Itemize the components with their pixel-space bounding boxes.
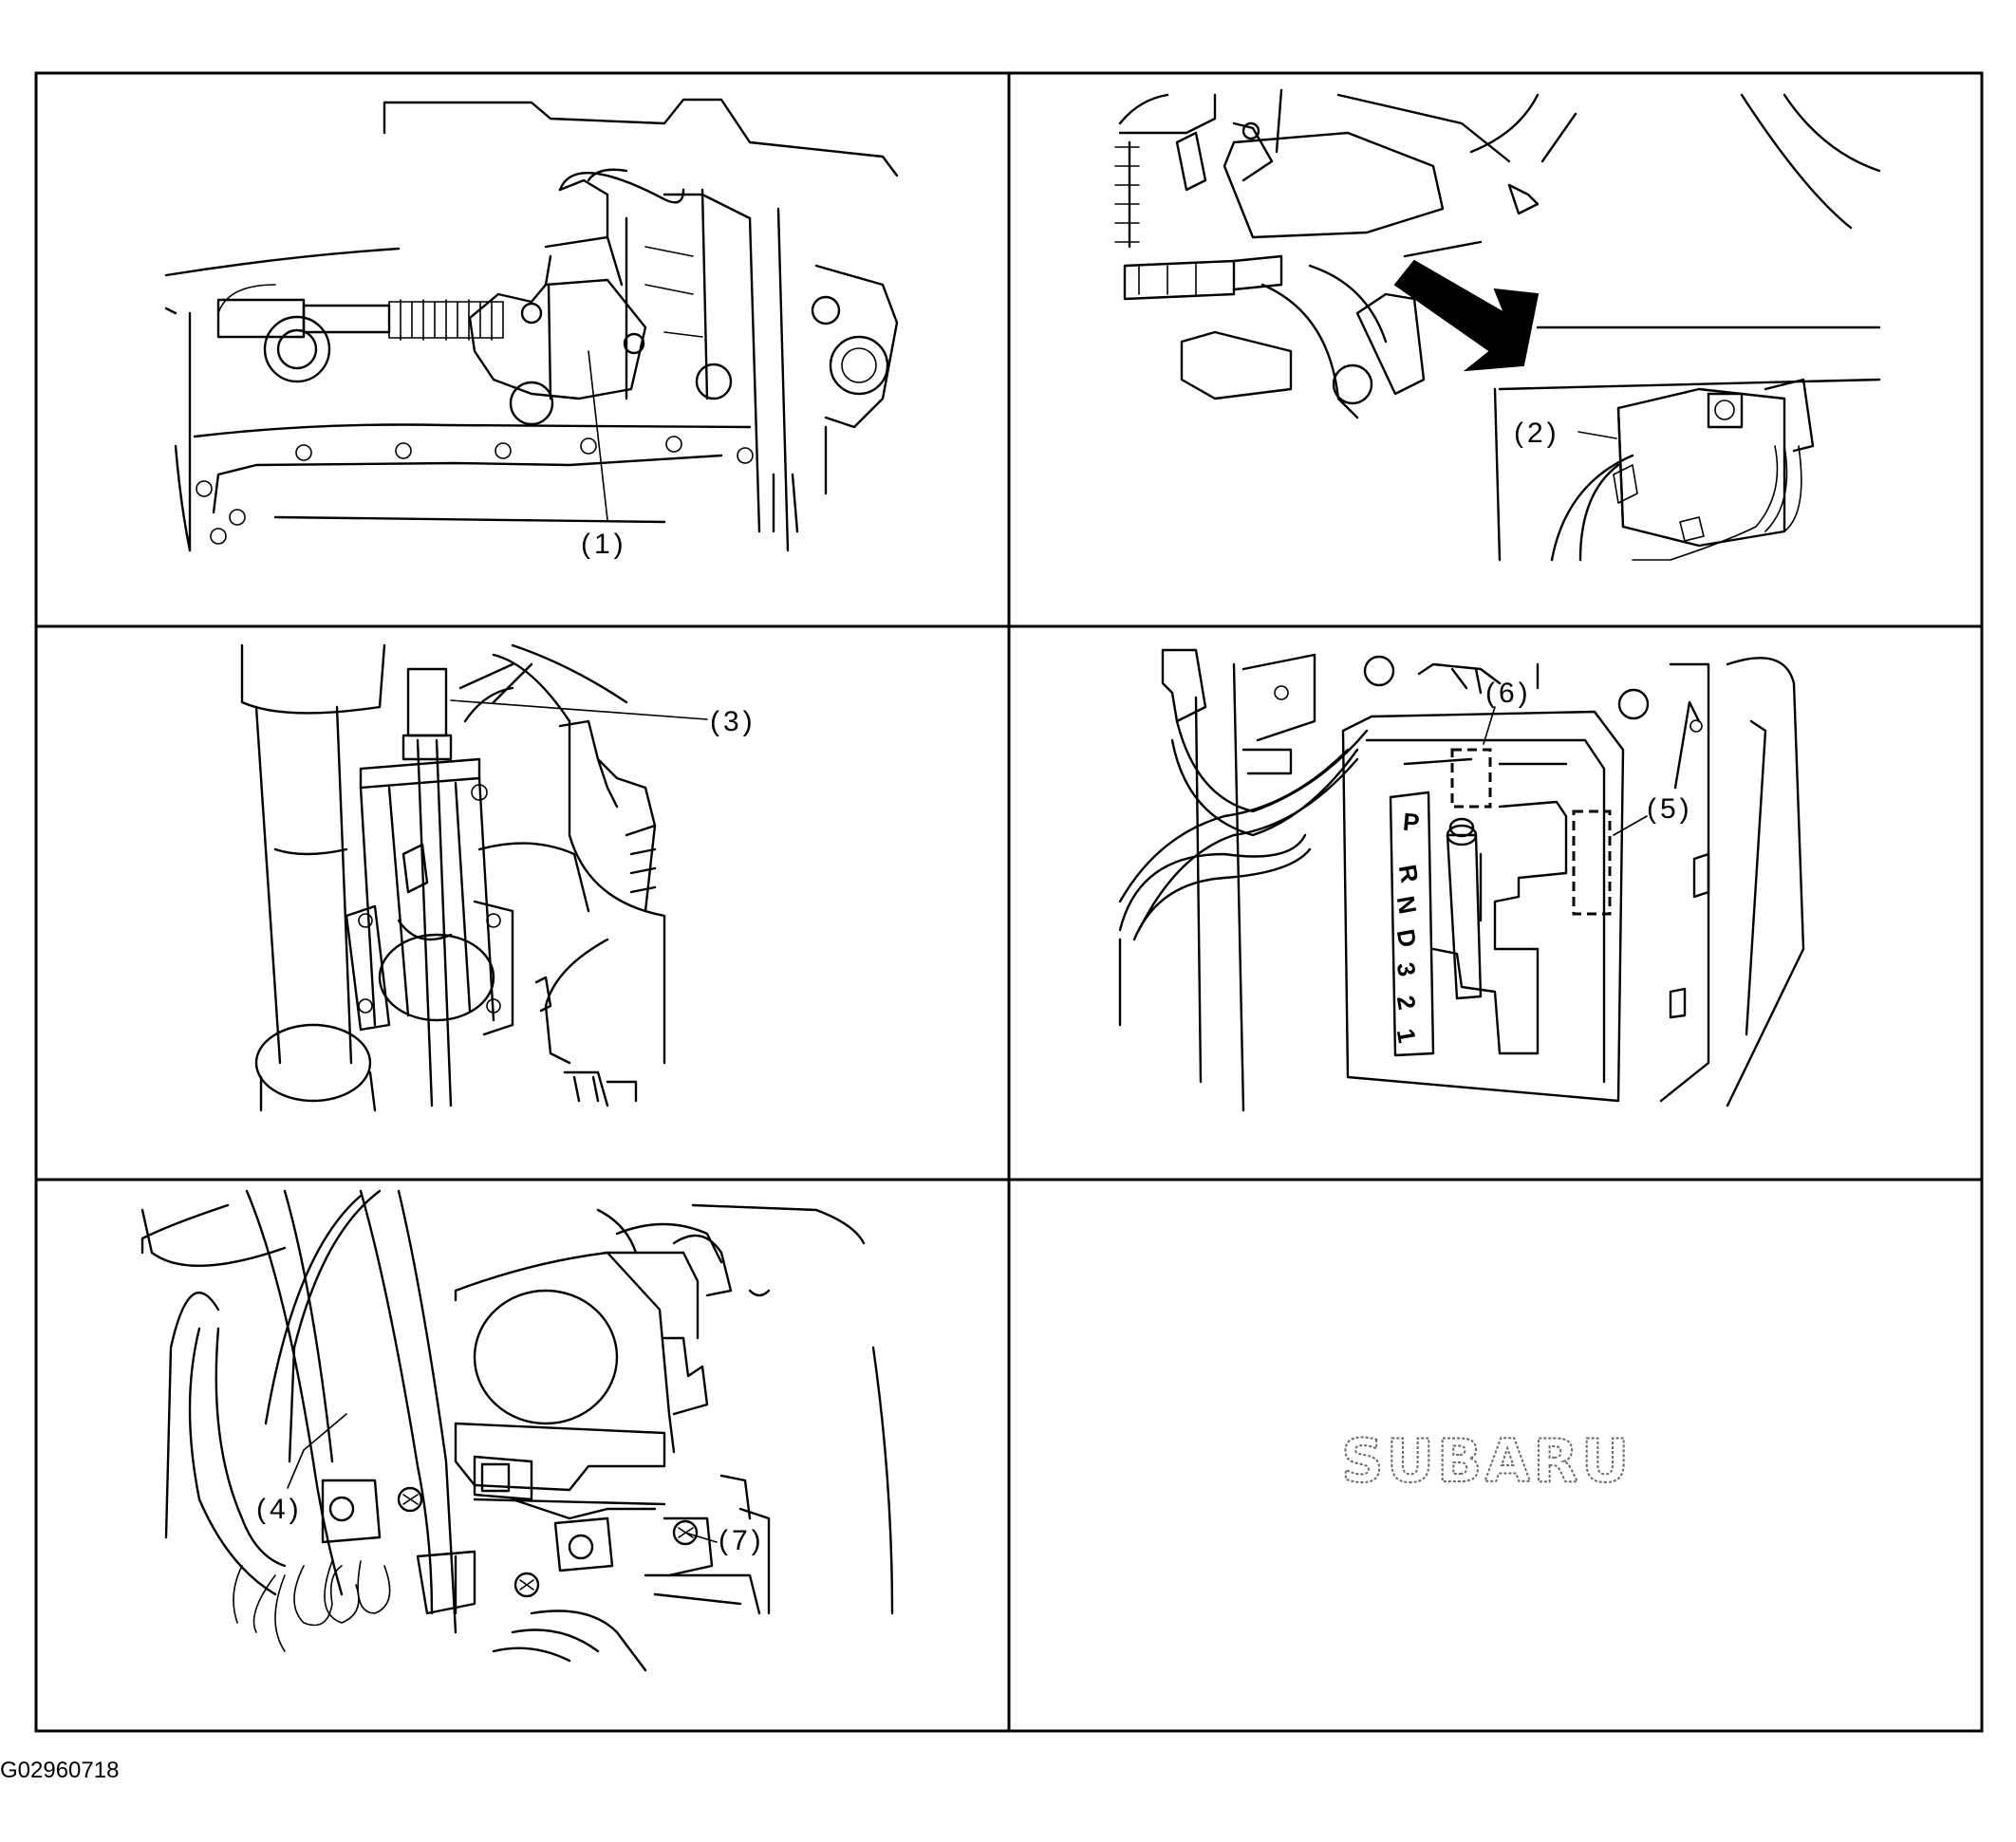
callout-2: (2) (1514, 418, 1560, 449)
panel-3-shift-cable: (3) (240, 643, 756, 1112)
figure-code: G02960718 (0, 1758, 119, 1783)
callout-3: (3) (710, 706, 756, 737)
panel-4-shift-gate: P R N D 3 2 1 (6) (5) (1118, 648, 1805, 1112)
callout-1: (1) (581, 529, 627, 560)
gear-label-3: 3 (1391, 960, 1422, 978)
zoom-arrow-icon (1393, 259, 1540, 372)
panel-grid (34, 71, 1984, 1733)
panel-1-inhibitor-switch: (1) (164, 98, 899, 560)
gear-label-d: D (1391, 927, 1423, 950)
hidden-part-outline-5 (1572, 809, 1612, 916)
gear-label-1: 1 (1391, 1027, 1422, 1045)
callout-6: (6) (1485, 678, 1532, 709)
panel-5-harness: (4) (7) (140, 1189, 894, 1672)
connector-comb (1114, 146, 1140, 243)
gear-label-p: P (1402, 808, 1421, 837)
gear-label-r: R (1393, 863, 1425, 885)
panel-6-logo: SUBARU (1340, 1425, 1632, 1497)
bellows (388, 299, 504, 341)
callout-5: (5) (1647, 793, 1693, 825)
hidden-part-outline-6 (1450, 748, 1492, 809)
callout-4: (4) (256, 1494, 303, 1525)
callout-7: (7) (719, 1525, 765, 1556)
subaru-logo: SUBARU (1341, 1426, 1632, 1496)
gear-label-2: 2 (1391, 994, 1422, 1012)
gear-label-n: N (1391, 894, 1423, 917)
panel-2-control-module: (2) (1114, 88, 1881, 562)
